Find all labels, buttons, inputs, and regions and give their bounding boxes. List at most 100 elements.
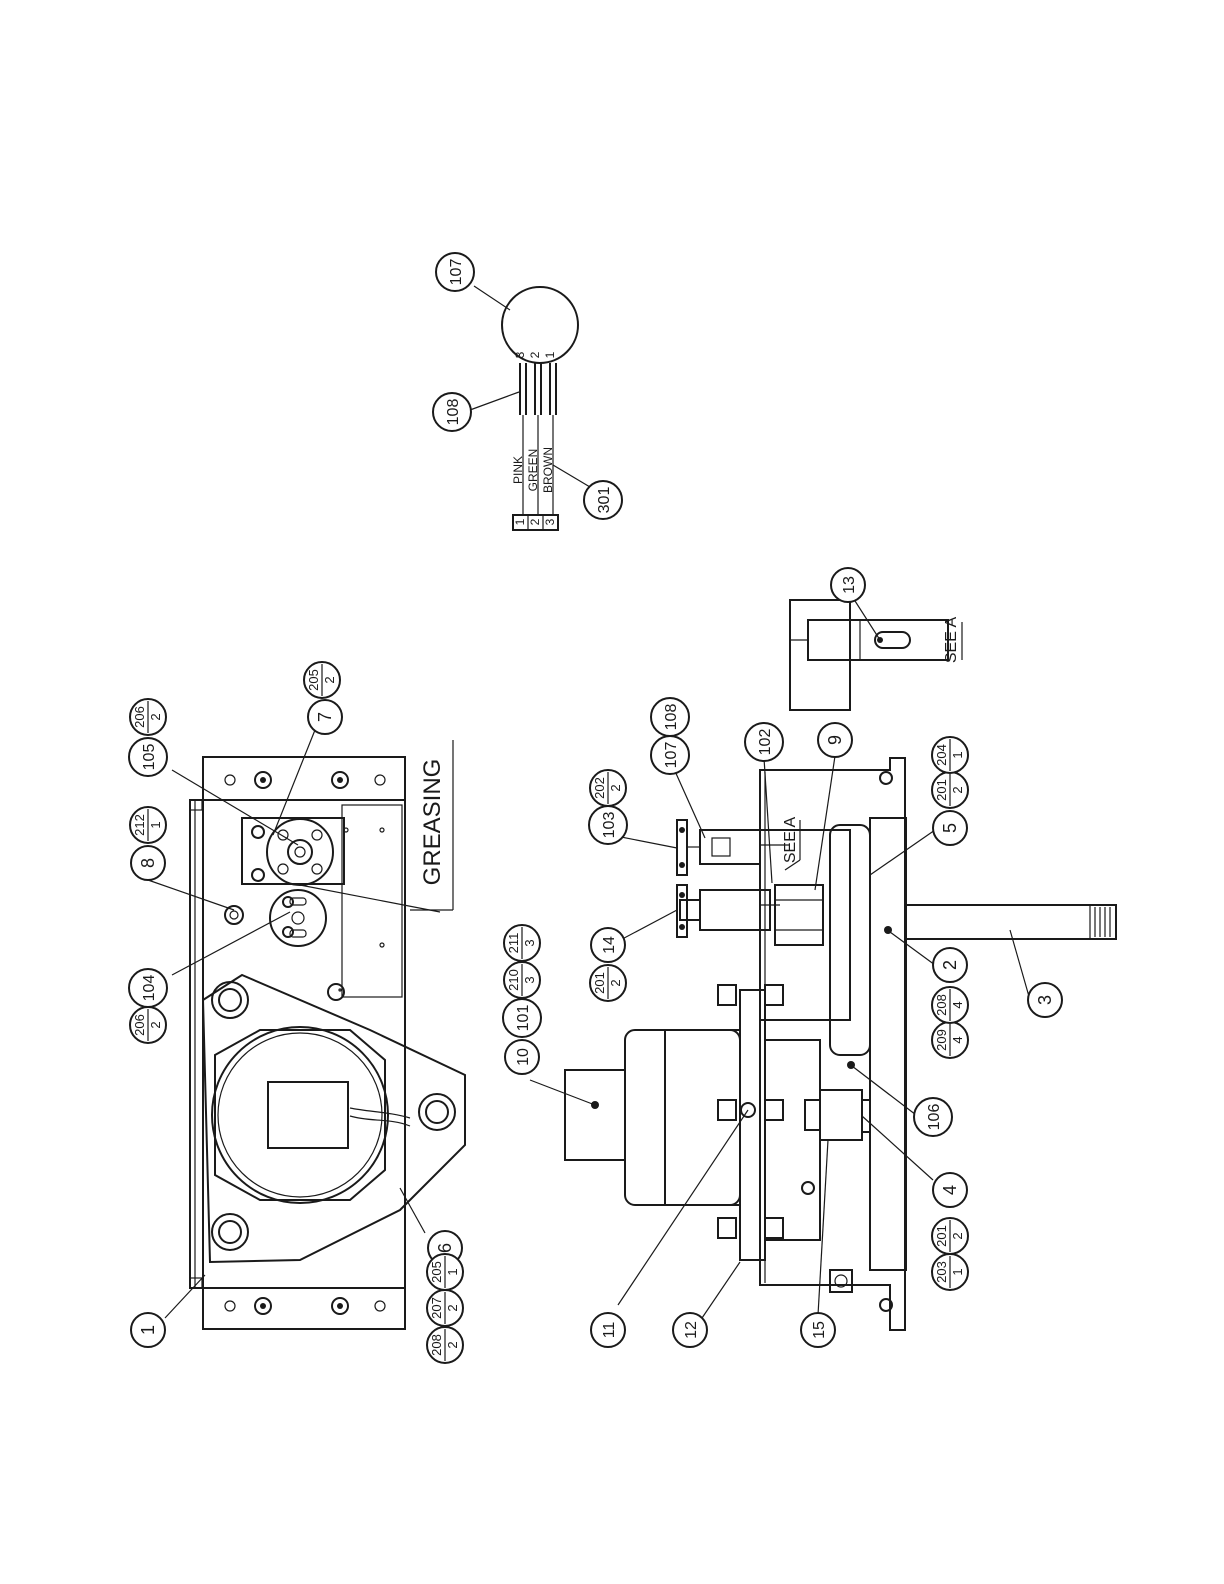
balloon-2: 2 (933, 948, 967, 982)
fraction-205-2: 205 2 (304, 662, 340, 698)
sensor-pin-2: 2 (528, 351, 542, 358)
balloon-106: 106 (914, 1098, 952, 1136)
sensor-pin-1: 1 (543, 351, 557, 358)
svg-text:15: 15 (811, 1321, 828, 1339)
balloon-13: 13 (831, 568, 865, 602)
svg-text:101: 101 (515, 1005, 532, 1032)
svg-text:301: 301 (596, 487, 613, 514)
fraction-210-3: 210 3 (504, 962, 540, 998)
balloon-102: 102 (745, 723, 783, 761)
svg-text:206: 206 (132, 706, 147, 728)
svg-text:204: 204 (934, 744, 949, 766)
svg-text:6: 6 (435, 1243, 455, 1253)
leader-lines (148, 286, 1030, 1318)
svg-text:1: 1 (950, 751, 965, 758)
svg-text:208: 208 (429, 1334, 444, 1356)
balloon-11: 11 (591, 1313, 625, 1347)
fraction-201-2-lower: 201 2 (932, 1218, 968, 1254)
fraction-207-2: 207 2 (427, 1290, 463, 1326)
motor-face (212, 1027, 410, 1203)
fraction-202-2: 202 2 (590, 770, 626, 806)
balloon-107-sensor: 107 (436, 253, 474, 291)
svg-text:2: 2 (950, 1232, 965, 1239)
detail-block (790, 600, 850, 710)
svg-text:8: 8 (138, 858, 158, 868)
fraction-206-2-upper: 206 2 (130, 699, 166, 735)
balloon-14: 14 (591, 928, 625, 962)
balloon-9: 9 (818, 723, 852, 757)
balloon-4: 4 (933, 1173, 967, 1207)
svg-text:13: 13 (841, 576, 858, 594)
svg-text:2: 2 (608, 784, 623, 791)
svg-text:206: 206 (132, 1014, 147, 1036)
wire-pink: PINK (511, 456, 525, 484)
svg-text:211: 211 (506, 933, 521, 954)
greasing-label: GREASING (419, 759, 446, 886)
svg-text:208: 208 (934, 994, 949, 1016)
svg-text:10: 10 (515, 1048, 532, 1066)
svg-text:102: 102 (757, 729, 774, 756)
balloon-15: 15 (801, 1313, 835, 1347)
svg-text:4: 4 (940, 1185, 960, 1195)
svg-text:2: 2 (608, 979, 623, 986)
svg-text:4: 4 (950, 1001, 965, 1008)
svg-text:205: 205 (429, 1261, 444, 1283)
motor-bracket (765, 1040, 820, 1240)
svg-text:202: 202 (592, 777, 607, 799)
svg-text:207: 207 (429, 1297, 444, 1319)
svg-text:209: 209 (934, 1029, 949, 1051)
svg-text:9: 9 (825, 735, 845, 745)
svg-text:11: 11 (601, 1322, 618, 1339)
balloon-104: 104 (129, 969, 167, 1007)
svg-text:103: 103 (601, 812, 618, 839)
balloon-12: 12 (673, 1313, 707, 1347)
svg-text:5: 5 (940, 823, 960, 833)
svg-text:2: 2 (148, 713, 163, 720)
balloon-7: 7 (308, 700, 342, 734)
wire-green: GREEN (526, 449, 540, 492)
fraction-208-2: 208 2 (427, 1327, 463, 1363)
svg-text:107: 107 (663, 742, 680, 769)
svg-text:108: 108 (445, 399, 462, 426)
svg-text:4: 4 (950, 1036, 965, 1043)
nut-15 (830, 1270, 852, 1292)
svg-text:107: 107 (448, 259, 465, 286)
svg-text:106: 106 (926, 1104, 943, 1131)
svg-text:1: 1 (445, 1268, 460, 1275)
balloon-301: 301 (584, 481, 622, 519)
balloon-108-sensor: 108 (433, 393, 471, 431)
svg-text:14: 14 (601, 936, 618, 954)
balloon-8: 8 (131, 846, 165, 880)
motor-cap (565, 1070, 625, 1160)
fraction-201-2-upper: 201 2 (590, 965, 626, 1001)
fraction-203-1: 203 1 (932, 1254, 968, 1290)
balloon-5: 5 (933, 811, 967, 845)
see-a-detail (790, 600, 948, 710)
svg-text:2: 2 (322, 676, 337, 683)
sensor-connector-detail (502, 287, 578, 530)
sensor-pin-3: 3 (513, 351, 527, 358)
nut-8 (225, 906, 243, 924)
svg-text:205: 205 (306, 669, 321, 691)
wire-brown: BROWN (541, 447, 555, 493)
pulley-4 (820, 1090, 862, 1140)
plate-bolts (718, 985, 783, 1238)
svg-text:3: 3 (1035, 995, 1055, 1005)
connector-pin-1: 1 (513, 518, 527, 525)
svg-text:3: 3 (522, 976, 537, 983)
see-a-label: SEE A (943, 617, 960, 664)
fraction-201-2-right: 201 2 (932, 772, 968, 808)
fraction-208-4: 208 4 (932, 987, 968, 1023)
svg-text:212: 212 (132, 814, 147, 836)
coupling-9 (775, 885, 823, 945)
fraction-204-1: 204 1 (932, 737, 968, 773)
svg-text:3: 3 (522, 939, 537, 946)
svg-text:1: 1 (148, 821, 163, 828)
connector-pin-3: 3 (543, 518, 557, 525)
svg-text:108: 108 (663, 704, 680, 731)
fraction-212-1: 212 1 (130, 807, 166, 843)
svg-text:210: 210 (506, 969, 521, 991)
balloon-10: 10 (505, 1040, 539, 1074)
see-a-callout-label: SEE A (782, 817, 799, 864)
